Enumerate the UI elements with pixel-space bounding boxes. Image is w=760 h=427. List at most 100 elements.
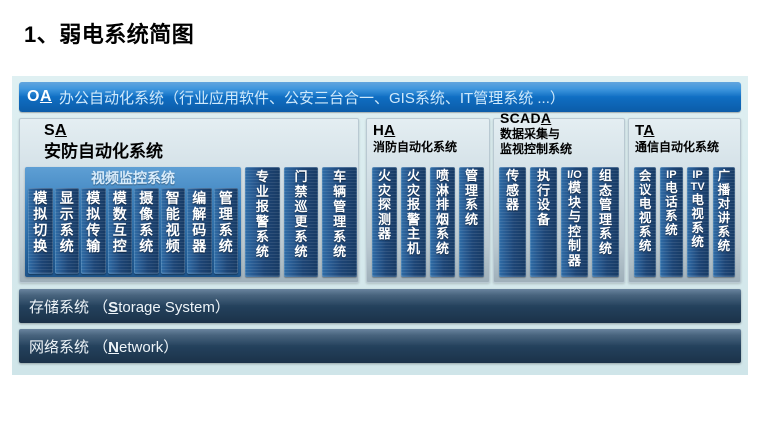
column-char: 统 xyxy=(255,244,269,259)
sa-col-access-patrol[interactable]: 门禁巡更系统 xyxy=(283,167,319,277)
vs-col-codec[interactable]: 编解码器 xyxy=(187,188,212,274)
scada-col-hmi-management[interactable]: 组态管理系统 xyxy=(592,167,619,277)
column-char: 系 xyxy=(255,229,269,244)
column-latin-label: I/O xyxy=(567,169,582,181)
column-char: 模 xyxy=(33,190,48,206)
column-char: 统 xyxy=(59,238,74,254)
vs-col-analog-digital-control[interactable]: 模数互控 xyxy=(107,188,132,274)
column-char: 能 xyxy=(165,206,180,222)
column-char: 管 xyxy=(218,190,233,206)
column-char: 统 xyxy=(691,235,704,249)
oa-system-bar[interactable]: OA 办公自动化系统（行业应用软件、公安三台合一、GIS系统、IT管理系统 ..… xyxy=(19,82,741,112)
column-char: 互 xyxy=(112,222,127,238)
ta-col-broadcast-intercom[interactable]: 广播对讲系统 xyxy=(712,167,735,277)
weak-current-system-diagram: OA 办公自动化系统（行业应用软件、公安三台合一、GIS系统、IT管理系统 ..… xyxy=(12,76,748,375)
vs-col-analog-transmission[interactable]: 模拟传输 xyxy=(81,188,106,274)
vs-col-display-system[interactable]: 显示系统 xyxy=(54,188,79,274)
sa-col-vehicle-management[interactable]: 车辆管理系统 xyxy=(322,167,358,277)
video-surveillance-group[interactable]: 视频监控系统 模拟切换 显示系统 模拟传输 模数互控 摄像系统 智能视频 编解码… xyxy=(25,167,241,277)
column-char: 控 xyxy=(112,238,127,254)
column-char: 理 xyxy=(598,211,612,227)
column-char: 模 xyxy=(112,190,127,206)
ha-col-management-system[interactable]: 管理系统 xyxy=(459,167,484,277)
network-system-bar[interactable]: 网络系统 （Network） xyxy=(19,329,741,363)
column-char: 传 xyxy=(505,168,519,183)
panel-ha-columns: 火灾探测器 火灾报警主机 喷淋排烟系统 管理系统 xyxy=(372,167,484,277)
video-surveillance-title: 视频监控系统 xyxy=(91,170,175,186)
column-latin-label: IP xyxy=(666,169,677,181)
column-char: 器 xyxy=(192,238,207,254)
column-char: 系 xyxy=(435,226,449,241)
column-char: 显 xyxy=(59,190,74,206)
column-char: 理 xyxy=(218,206,233,222)
column-char: 统 xyxy=(464,211,478,227)
column-char: 理 xyxy=(464,182,478,198)
oa-label: 办公自动化系统（行业应用软件、公安三台合一、GIS系统、IT管理系统 ...） xyxy=(59,89,565,107)
storage-system-bar[interactable]: 存储系统 （Storage System） xyxy=(19,289,741,323)
panel-sa-blocks: 视频监控系统 模拟切换 显示系统 模拟传输 模数互控 摄像系统 智能视频 编解码… xyxy=(25,167,358,277)
column-char: 系 xyxy=(218,222,233,238)
column-char: 火 xyxy=(406,168,420,183)
ha-col-sprinkler-smoke[interactable]: 喷淋排烟系统 xyxy=(430,167,455,277)
column-char: 系 xyxy=(638,225,652,239)
column-char: 换 xyxy=(33,238,48,254)
panel-sa-other-columns: 专业报警系统 门禁巡更系统 车辆管理系统 xyxy=(245,167,358,277)
panel-scada-name-line1: 数据采集与 xyxy=(500,126,561,141)
vs-col-management-system[interactable]: 管理系统 xyxy=(213,188,238,274)
panel-sa-name: 安防自动化系统 xyxy=(44,141,163,161)
column-char: 电 xyxy=(665,181,678,195)
column-char: 系 xyxy=(59,222,74,238)
column-char: 理 xyxy=(333,214,347,229)
oa-abbr: OA xyxy=(27,88,53,105)
subsystem-panels: SA 安防自动化系统 视频监控系统 模拟切换 显示系统 模拟传输 模数互控 摄像… xyxy=(19,111,741,283)
column-char: 讲 xyxy=(717,211,731,225)
panel-ha[interactable]: HA 消防自动化系统 火灾探测器 火灾报警主机 喷淋排烟系统 管理系统 xyxy=(366,118,490,283)
column-char: 器 xyxy=(377,226,391,241)
column-char: 话 xyxy=(665,195,678,209)
panel-sa[interactable]: SA 安防自动化系统 视频监控系统 模拟切换 显示系统 模拟传输 模数互控 摄像… xyxy=(19,118,359,283)
ha-col-fire-alarm-host[interactable]: 火灾报警主机 xyxy=(401,167,426,277)
column-char: 系 xyxy=(691,221,704,235)
column-char: 系 xyxy=(294,229,308,244)
storage-system-label: 存储系统 （Storage System） xyxy=(29,298,230,316)
column-char: 报 xyxy=(406,197,420,212)
vs-col-camera-system[interactable]: 摄像系统 xyxy=(134,188,159,274)
column-char: 示 xyxy=(59,206,74,222)
panel-ta-abbr: TA xyxy=(635,122,655,139)
column-char: 系 xyxy=(333,229,347,244)
column-char: 编 xyxy=(192,190,207,206)
sa-col-professional-alarm[interactable]: 专业报警系统 xyxy=(245,167,280,277)
scada-col-sensor[interactable]: 传感器 xyxy=(499,167,526,277)
column-char: 摄 xyxy=(139,190,154,206)
panel-scada-name-line2: 监视控制系统 xyxy=(500,141,573,156)
column-char: 器 xyxy=(505,197,519,212)
column-char: 与 xyxy=(567,209,581,224)
column-char: 执 xyxy=(536,168,550,183)
column-char: 统 xyxy=(333,244,347,259)
column-char: 感 xyxy=(505,182,519,198)
column-char: 视 xyxy=(638,211,652,225)
vs-col-intelligent-video[interactable]: 智能视频 xyxy=(160,188,185,274)
ha-col-fire-detector[interactable]: 火灾探测器 xyxy=(372,167,397,277)
column-char: 解 xyxy=(192,206,207,222)
column-char: 统 xyxy=(665,223,678,237)
column-char: 管 xyxy=(333,199,347,214)
column-char: 像 xyxy=(139,206,154,222)
column-char: 管 xyxy=(598,197,612,212)
column-char: 探 xyxy=(377,197,391,212)
scada-col-actuator[interactable]: 执行设备 xyxy=(530,167,557,277)
column-char: 备 xyxy=(536,211,550,227)
ta-col-video-conference[interactable]: 会议电视系统 xyxy=(634,167,657,277)
panel-scada-abbr: SCADA xyxy=(500,110,552,126)
column-char: 块 xyxy=(567,194,581,210)
vs-col-analog-switching[interactable]: 模拟切换 xyxy=(28,188,53,274)
column-char: 统 xyxy=(139,238,154,254)
